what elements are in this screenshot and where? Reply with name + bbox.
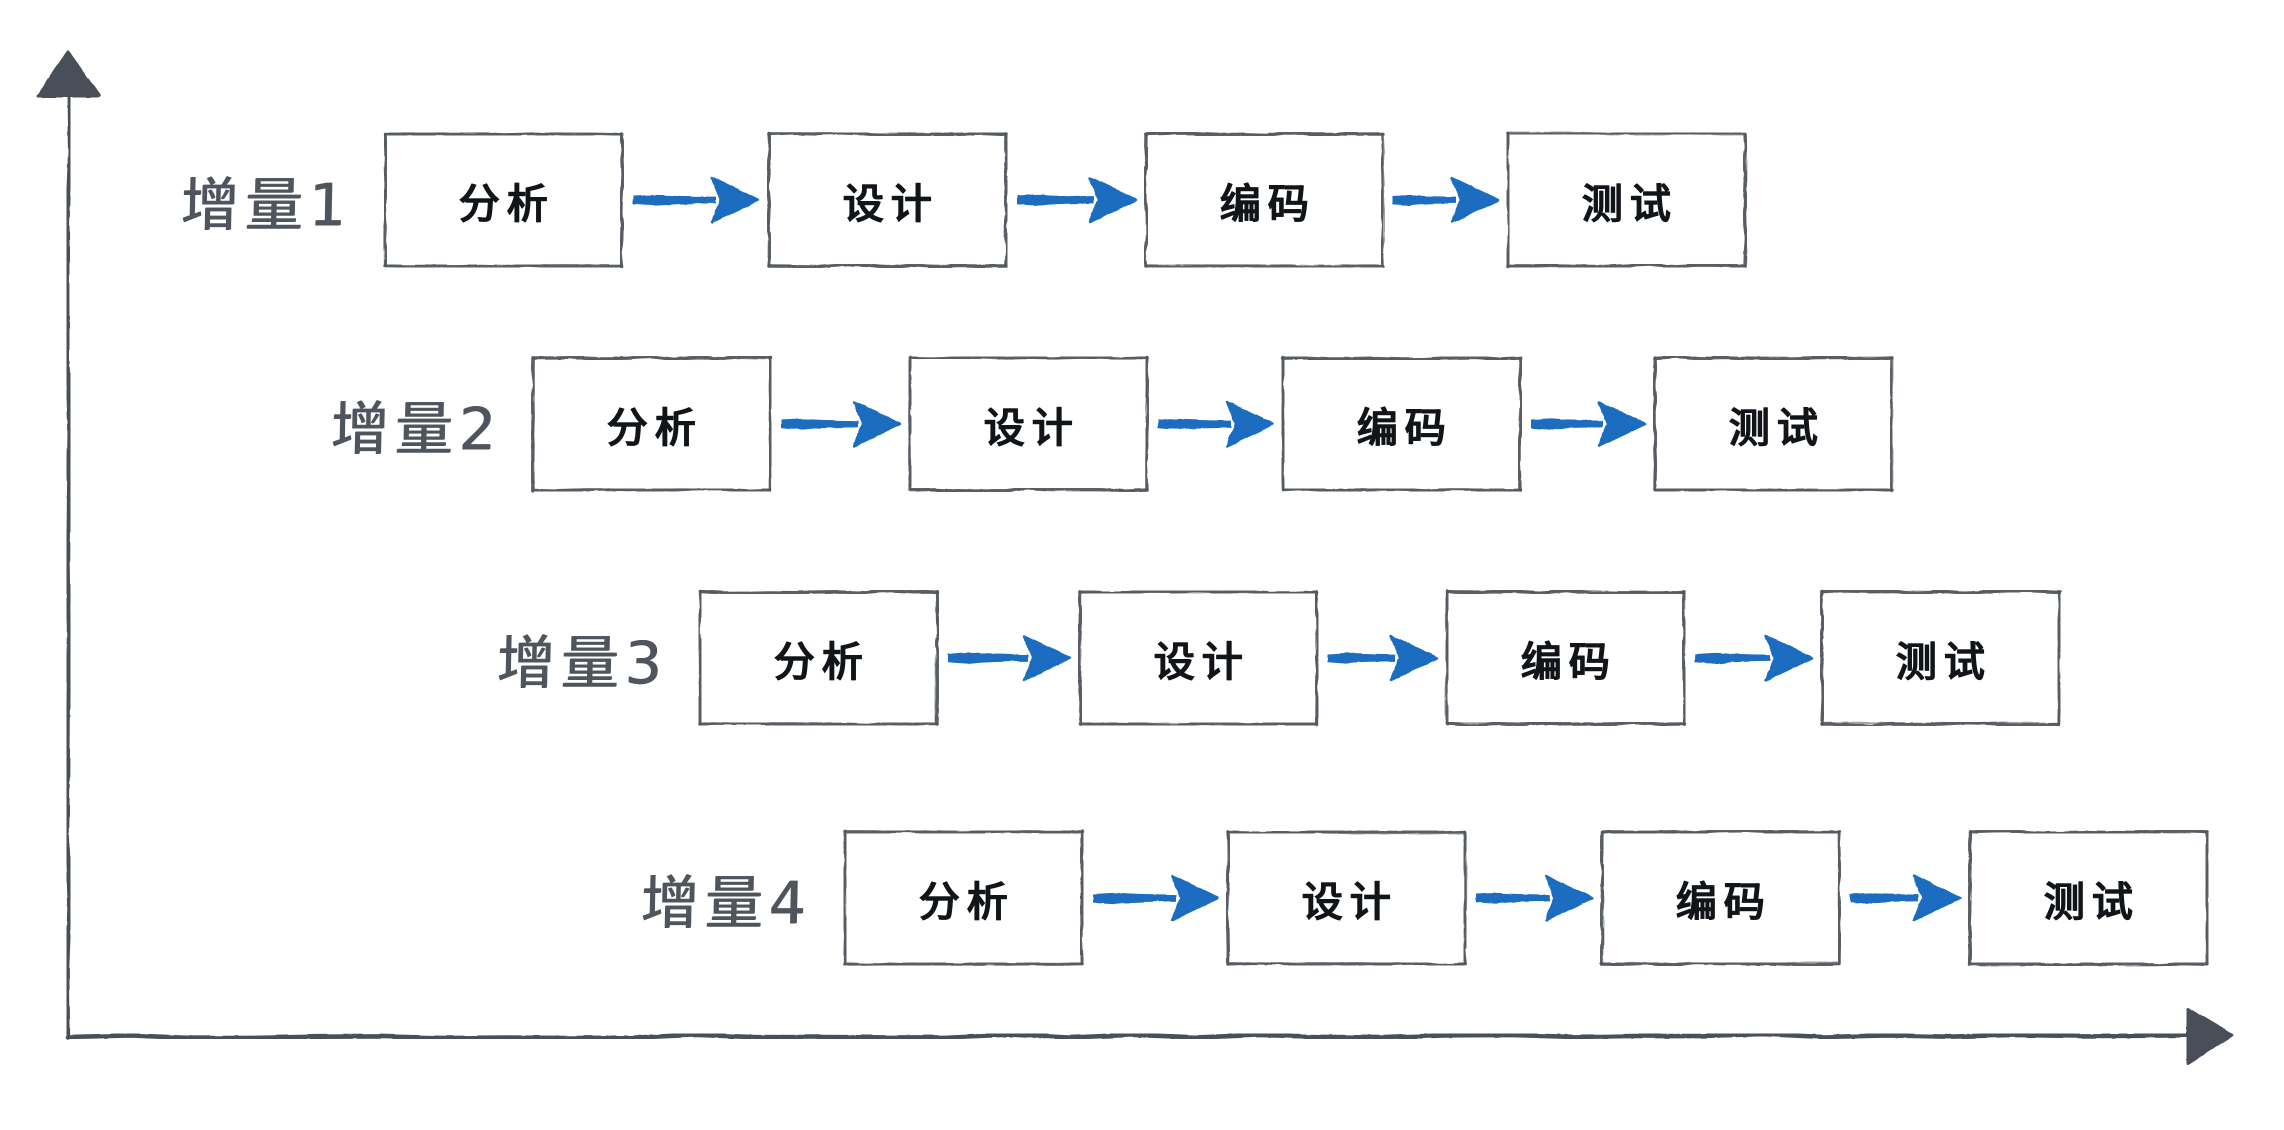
process-box-text-编码: 编码 [1676,868,1772,928]
flow-arrow-增量4-1 [1093,876,1218,920]
flow-arrow-增量1-1 [633,178,758,222]
process-box-text-分析: 分析 [919,868,1015,928]
process-box-text-分析: 分析 [774,628,870,688]
arrow-head-icon [1391,636,1437,680]
flow-arrow-增量2-1 [781,402,900,446]
box-edge-shadow-0 [700,592,938,593]
arrow-head-icon [1766,636,1812,680]
arrow-head-icon [712,178,758,222]
process-box-text-编码: 编码 [1357,394,1453,454]
x-axis-line [68,1034,2200,1038]
arrow-head-icon [854,402,900,446]
process-box-text-设计: 设计 [984,394,1080,454]
increment-label-3: 增量3 [496,616,669,700]
arrow-head-icon [1546,876,1592,920]
box-edge-shadow-1 [1383,134,1385,267]
flow-arrow-增量3-2 [1328,636,1437,680]
axes-group [38,52,2232,1063]
flow-arrow-增量4-3 [1850,876,1960,920]
process-box-text-设计: 设计 [1154,628,1250,688]
y-axis-line [67,86,70,1037]
flow-arrow-增量3-1 [948,636,1070,680]
box-edge-shadow-3 [845,831,847,963]
process-box-text-设计: 设计 [843,170,939,230]
arrow-head-icon [1024,636,1070,680]
x-axis-arrowhead-icon [2188,1009,2232,1063]
box-edge-shadow-3 [1282,359,1283,490]
arrow-shaft [1392,195,1456,206]
arrow-shaft [1158,419,1231,430]
increment-label-1: 增量1 [180,158,353,242]
arrow-shaft [1531,419,1603,430]
arrow-head-icon [1172,876,1218,920]
arrow-head-icon [1914,876,1960,920]
increment-label-4: 增量4 [640,856,813,940]
arrow-shaft [781,419,858,430]
flow-arrow-增量2-2 [1158,402,1273,446]
process-box-text-测试: 测试 [2044,868,2140,928]
flow-arrow-增量4-2 [1476,876,1592,920]
arrow-shaft [1850,893,1918,904]
process-box-text-测试: 测试 [1582,170,1678,230]
arrow-shaft [1093,893,1176,904]
increment-label-2: 增量2 [330,382,503,466]
flow-arrow-增量1-3 [1392,178,1498,222]
arrow-head-icon [1227,402,1273,446]
arrows-group [633,178,1960,920]
flow-arrow-增量1-2 [1017,178,1136,222]
process-box-text-测试: 测试 [1896,628,1992,688]
arrow-head-icon [1090,178,1136,222]
process-box-text-分析: 分析 [607,394,703,454]
y-axis-arrowhead-icon [38,52,99,96]
process-box-text-分析: 分析 [459,170,555,230]
boxes-group [384,132,2209,966]
arrow-head-icon [1599,402,1645,446]
arrow-shaft [633,195,716,206]
arrow-shaft [1328,653,1395,664]
process-box-text-编码: 编码 [1521,628,1617,688]
arrow-shaft [1017,195,1094,206]
arrow-head-icon [1452,178,1498,222]
arrow-shaft [1476,893,1550,904]
process-box-text-测试: 测试 [1729,394,1825,454]
box-edge-shadow-0 [1655,357,1891,358]
flow-arrow-增量2-3 [1531,402,1645,446]
flow-arrow-增量3-3 [1695,636,1812,680]
process-box-text-设计: 设计 [1302,868,1398,928]
arrow-shaft [1695,653,1770,664]
process-box-text-编码: 编码 [1220,170,1316,230]
arrow-shaft [948,653,1028,664]
box-edge-shadow-1 [1684,592,1685,725]
